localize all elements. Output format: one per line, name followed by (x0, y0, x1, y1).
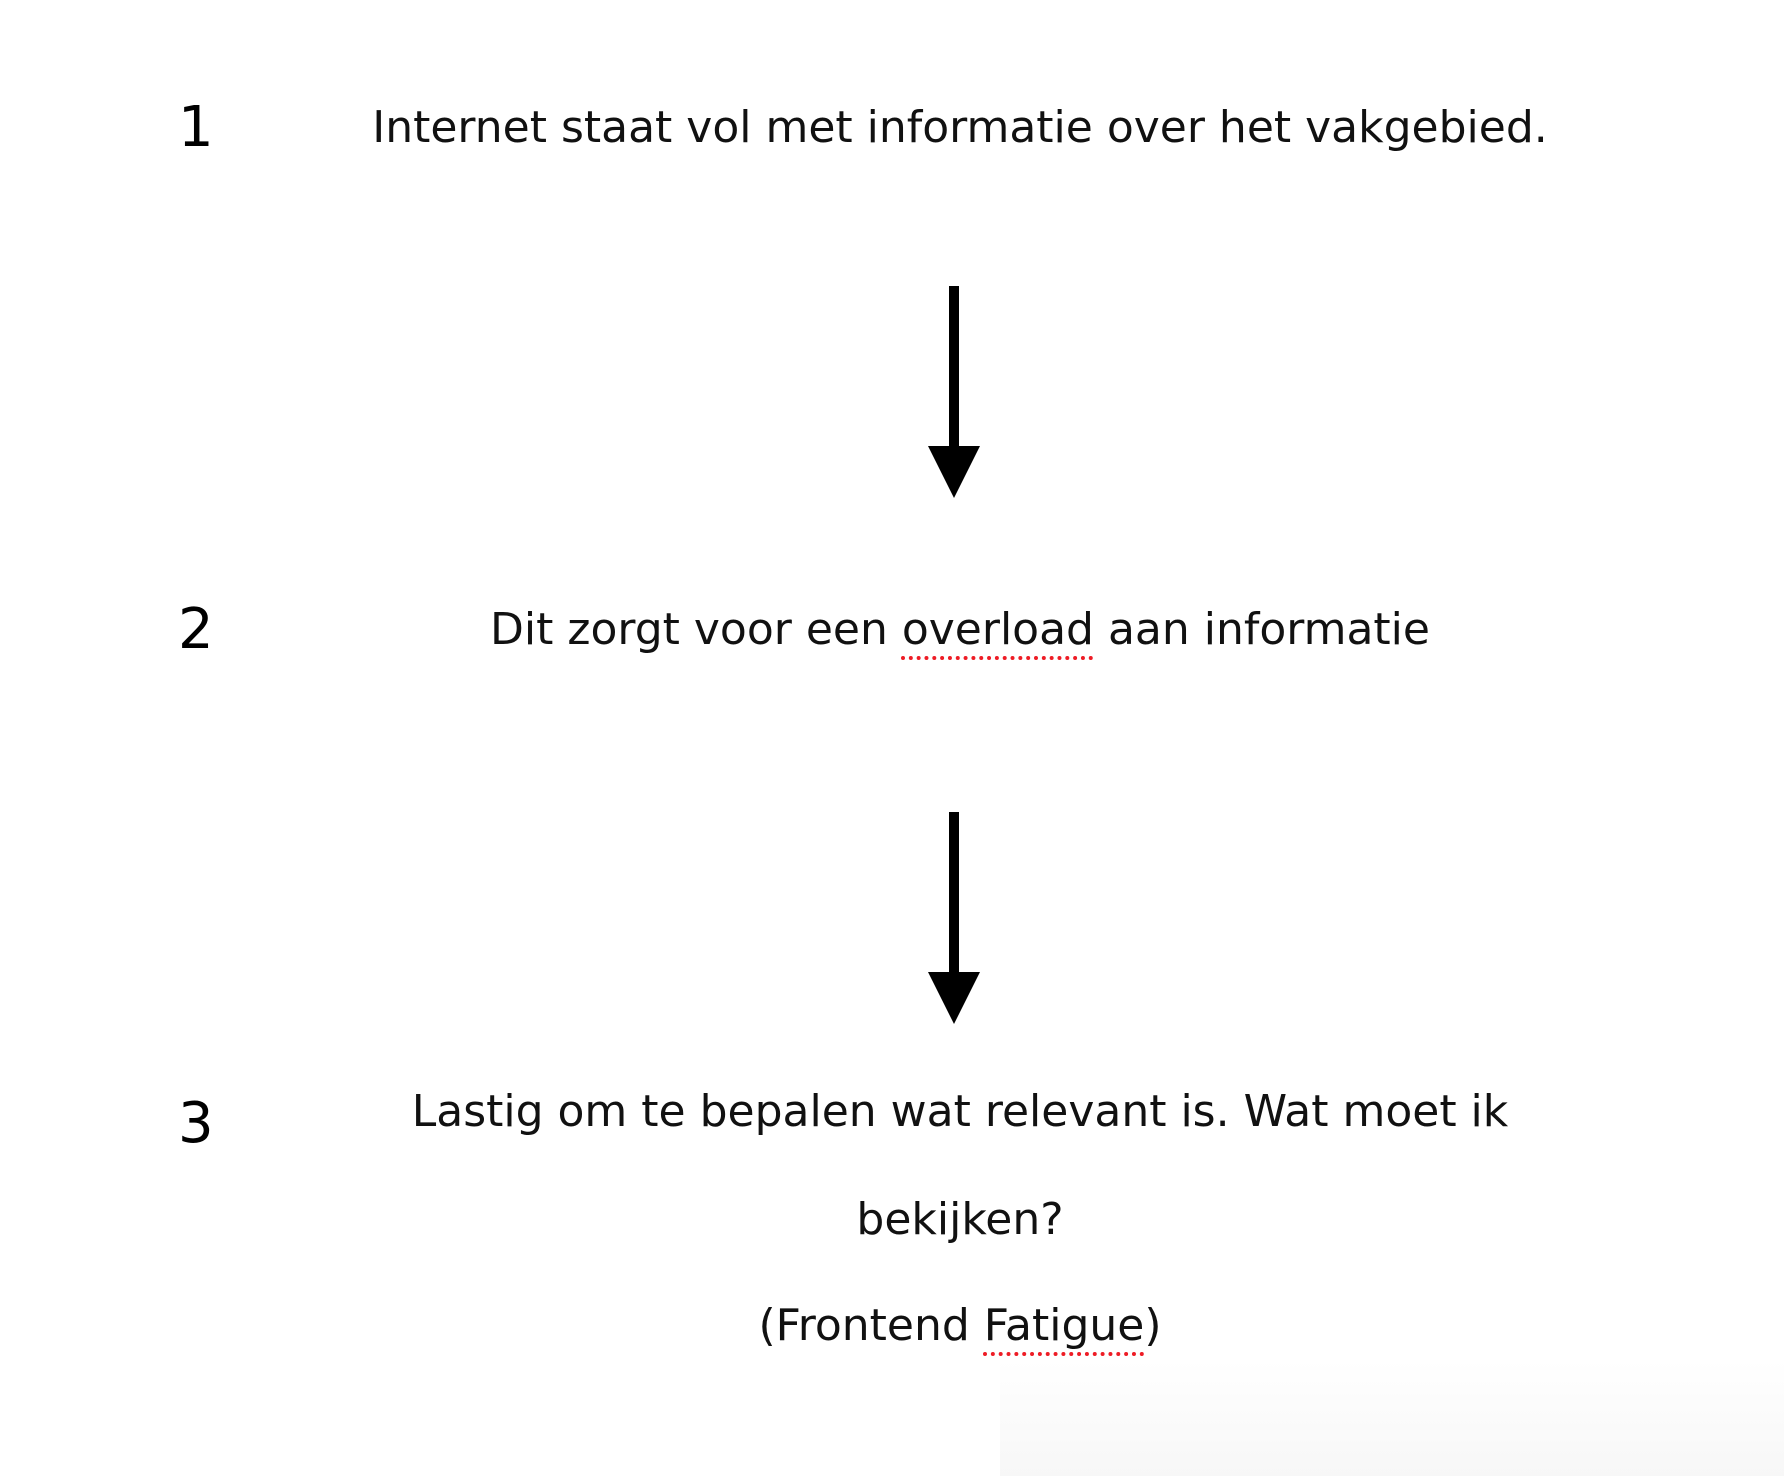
step-text-3-before: (Frontend (758, 1300, 984, 1351)
spellcheck-flagged-word[interactable]: overload (901, 604, 1094, 655)
step-text-2-before: Dit zorgt voor een (490, 604, 902, 655)
arrow-down-icon (924, 812, 984, 1026)
step-text-1: Internet staat vol met informatie over h… (372, 102, 1548, 153)
step-text-2-after: aan informatie (1093, 604, 1430, 655)
arrow-down-icon (924, 286, 984, 500)
step-text-3-after: ) (1144, 1300, 1162, 1351)
step-number-1: 1 (178, 95, 214, 160)
spellcheck-flagged-word[interactable]: Fatigue (983, 1300, 1145, 1351)
step-text-2: Dit zorgt voor een overload aan informat… (280, 604, 1640, 657)
step-text-3-line3: (Frontend Fatigue) (280, 1300, 1640, 1353)
background-shade (1000, 1360, 1784, 1476)
step-number-3: 3 (178, 1091, 214, 1156)
step-text-3-line2: bekijken? (856, 1194, 1064, 1245)
step-text-3-line1: Lastig om te bepalen wat relevant is. Wa… (411, 1086, 1509, 1137)
step-number-2: 2 (178, 597, 214, 662)
